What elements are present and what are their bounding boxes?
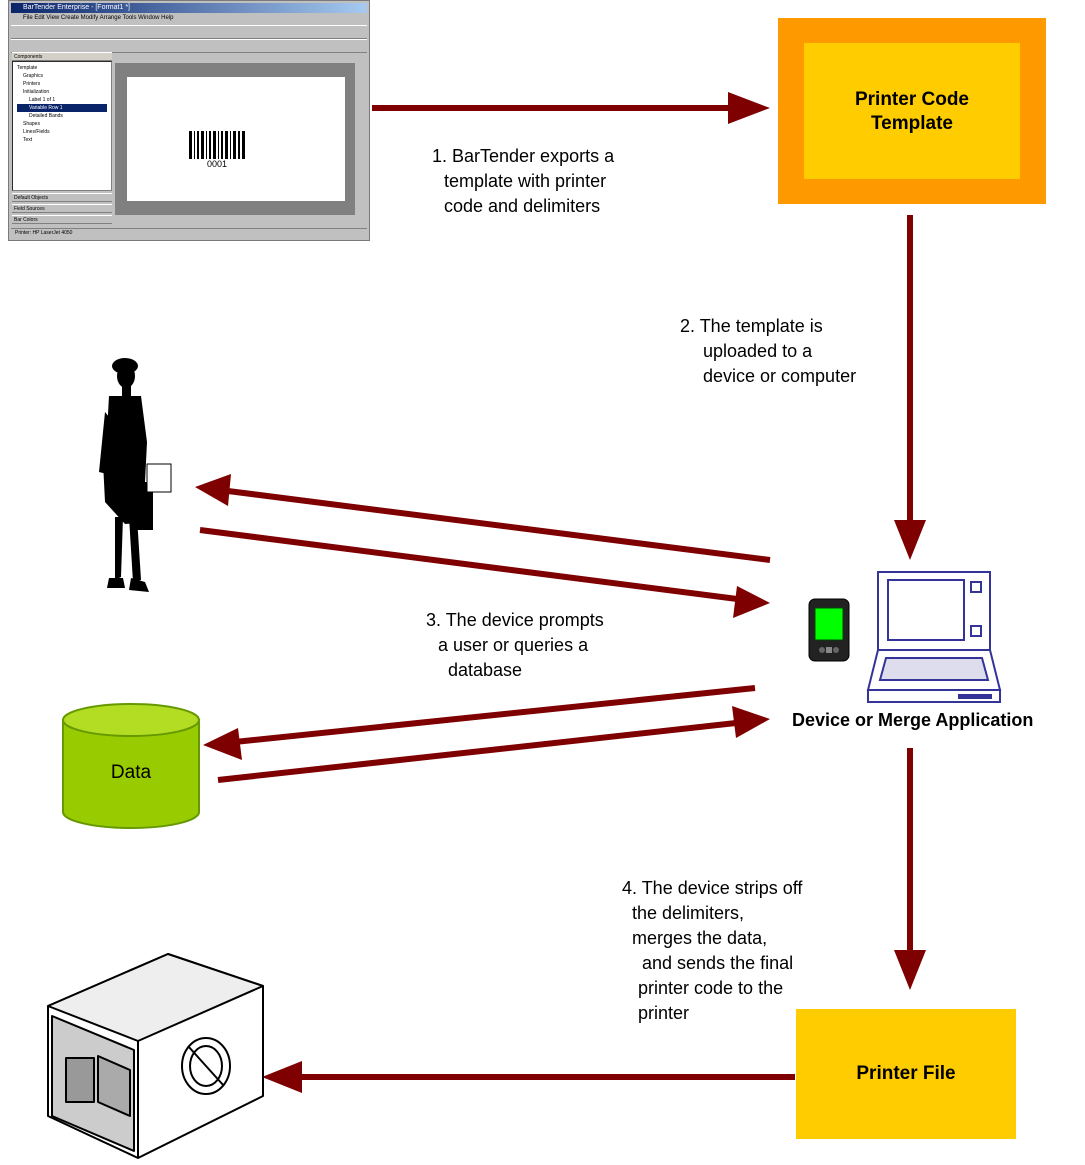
- barcode-icon: [189, 131, 245, 159]
- component-tree: Template Graphics Printers Initializatio…: [12, 61, 112, 191]
- printer-file-label: Printer File: [856, 1063, 956, 1084]
- label-canvas: 0001: [115, 63, 355, 215]
- toolbar-2: [11, 39, 367, 53]
- printer-code-template-label: Printer Code Template: [854, 89, 970, 134]
- arrow-device-to-user: [219, 487, 771, 563]
- step4-text: 4. The device strips off the delimiters,…: [622, 878, 803, 1023]
- status-bar: Printer: HP LaserJet 4050: [11, 228, 367, 238]
- panel-bar-colors: Bar Colors: [12, 215, 112, 224]
- paper-icon: [146, 463, 172, 493]
- tree-item: Shapes: [23, 121, 40, 127]
- pda-icon: [808, 598, 850, 662]
- arrow-user-to-device: [199, 527, 746, 603]
- step3-text: 3. The device prompts a user or queries …: [426, 610, 604, 680]
- tree-item: Printers: [23, 81, 41, 87]
- window-menu: File Edit View Create Modify Arrange Too…: [23, 15, 174, 21]
- panel-default-objects: Default Objects: [12, 193, 112, 202]
- printer-icon: [47, 953, 264, 1159]
- printer-file-box: Printer File: [796, 1009, 1016, 1139]
- laptop-icon: [866, 571, 1002, 703]
- tree-item: Graphics: [23, 73, 44, 79]
- printer-code-template-inner: [804, 43, 1020, 179]
- toolbar-1: [11, 25, 367, 39]
- panel-field-sources: Field Sources: [12, 204, 112, 213]
- tree-item: Initialization: [23, 89, 50, 95]
- device-label: Device or Merge Application: [792, 710, 1034, 730]
- window-title: BarTender Enterprise - [Format1 *]: [11, 3, 367, 13]
- data-label: Data: [110, 762, 152, 783]
- tree-item: Variable Row 1: [17, 104, 107, 112]
- person-icon: [99, 358, 172, 592]
- step2-text: 2. The template is uploaded to a device …: [680, 316, 857, 386]
- tree-item: Detailed Bands: [29, 113, 63, 119]
- arrow-data-to-device: [217, 719, 746, 783]
- data-cylinder: [62, 703, 200, 829]
- tree-item: Lines/Fields: [23, 129, 50, 135]
- tree-item: Template: [17, 65, 38, 71]
- step1-text: 1. BarTender exports a template with pri…: [432, 146, 615, 216]
- tree-item: Text: [23, 137, 33, 143]
- arrow-device-to-data: [224, 685, 756, 746]
- label-page: 0001: [127, 77, 345, 201]
- barcode-number: 0001: [207, 159, 228, 169]
- printer-code-template-box: Printer Code Template: [778, 18, 1046, 204]
- bartender-screenshot: BarTender Enterprise - [Format1 *] File …: [8, 0, 370, 241]
- tree-header: Components: [12, 52, 112, 61]
- tree-item: Label 1 of 1: [29, 97, 56, 103]
